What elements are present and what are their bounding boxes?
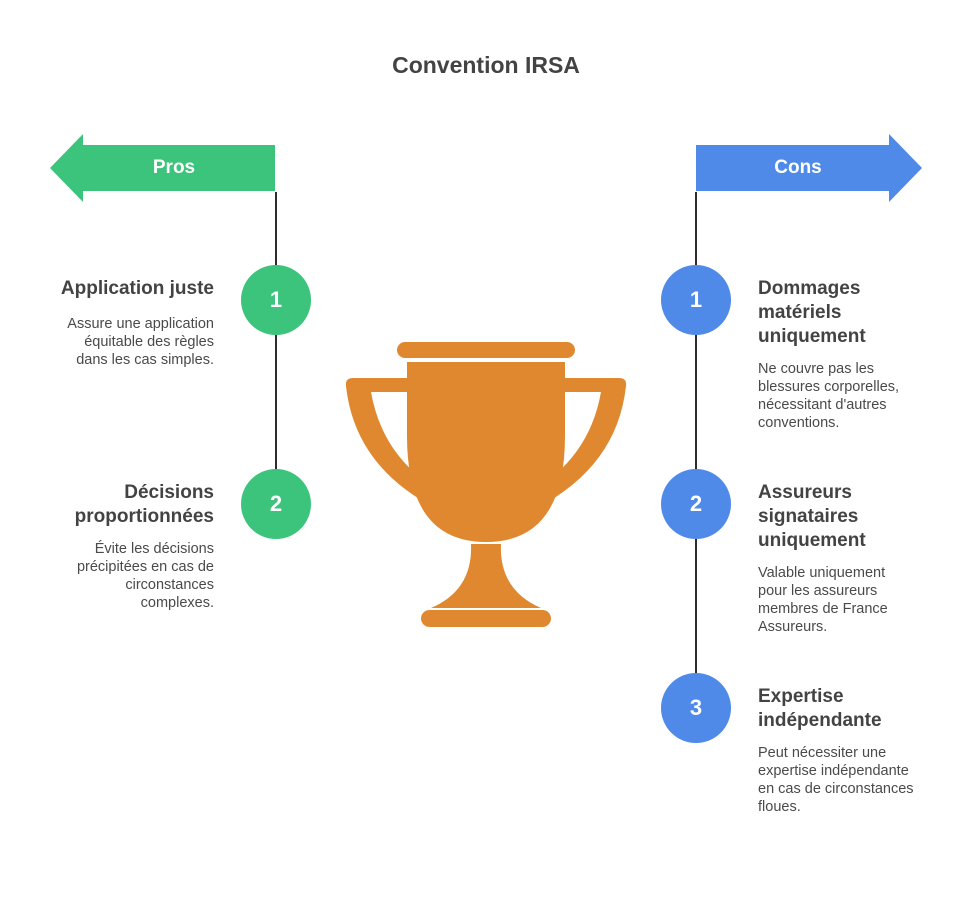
cons-item-3-description: Peut nécessiter une expertise indépendan… (758, 745, 914, 815)
cons-item-2-badge: 2 (661, 469, 731, 539)
cons-label: Cons (774, 157, 822, 178)
pros-item-2-description: Évite les décisions précipitées en cas d… (76, 541, 214, 611)
left-arrow-icon (50, 134, 275, 202)
pros-timeline-line (275, 192, 277, 492)
cons-item-3-badge: 3 (661, 673, 731, 743)
pros-label: Pros (152, 157, 196, 178)
page-title: Convention IRSA (392, 52, 580, 78)
pros-item-1-description: Assure une application équitable des règ… (67, 316, 214, 368)
cons-item-1-title: Dommages matériels uniquement (758, 278, 866, 347)
cons-item-1-description: Ne couvre pas les blessures corporelles,… (758, 361, 900, 431)
pros-arrow: Pros (50, 134, 276, 207)
pros-item-2-badge: 2 (241, 469, 311, 539)
pros-item-2-title: Décisions proportionnées (74, 482, 214, 527)
cons-timeline-line (695, 192, 697, 708)
cons-item-2-description: Valable uniquement pour les assureurs me… (758, 565, 888, 635)
cons-item-3-title: Expertise indépendante (758, 686, 882, 731)
pros-item-1-badge: 1 (241, 265, 311, 335)
right-arrow-icon (696, 134, 922, 202)
cons-item-1-badge: 1 (661, 265, 731, 335)
pros-item-1-title: Application juste (60, 278, 214, 299)
trophy-icon (345, 340, 627, 635)
cons-arrow: Cons (696, 134, 923, 207)
cons-item-2-title: Assureurs signataires uniquement (758, 482, 866, 551)
